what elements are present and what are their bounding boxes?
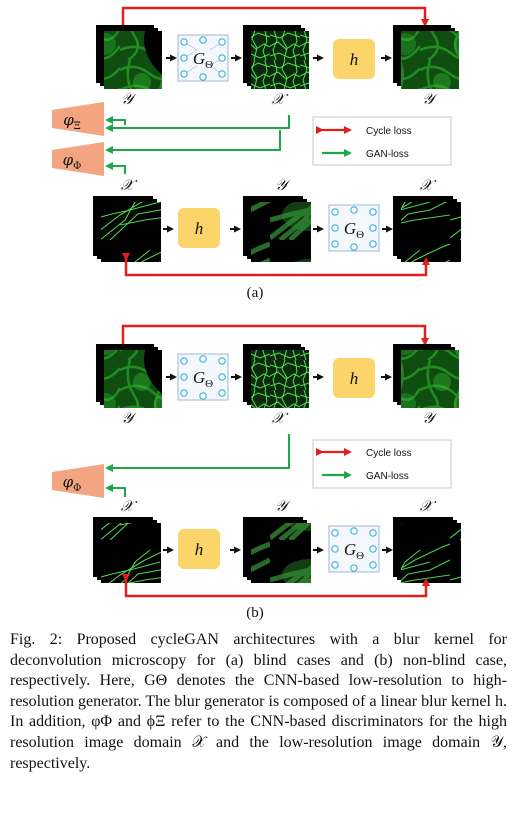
blur-kernel-h-a1: h: [333, 39, 375, 79]
image-stack-x-sharp-a1: [243, 25, 309, 89]
svg-text:h: h: [195, 540, 204, 559]
discriminator-phi-phi-b: φΦ: [52, 464, 104, 498]
legend-a: Cycle loss GAN-loss: [312, 116, 452, 166]
legend-cycle-label-b: Cycle loss: [366, 448, 412, 459]
legend-cycle-label-a: Cycle loss: [366, 126, 412, 137]
svg-text:h: h: [350, 369, 359, 388]
panel-a-label: (a): [247, 285, 264, 301]
blur-kernel-h-a2: h: [178, 208, 220, 248]
blur-kernel-h-b2: h: [178, 529, 220, 569]
image-stack-x-sharp-a2: [93, 196, 161, 262]
svg-text:GΘ: GΘ: [344, 540, 364, 562]
gan-arrow-x-to-phi-phi-b: [105, 434, 290, 472]
legend-gan-label-b: GAN-loss: [366, 471, 409, 482]
generator-g-theta-b2: GΘ: [328, 525, 380, 573]
panel-a: GΘ h 𝒴 𝒳 𝒴 φΞ φΦ: [52, 6, 461, 301]
svg-text:φΞ: φΞ: [63, 111, 81, 132]
image-stack-y-blur-a3: [243, 196, 311, 262]
svg-text:GΘ: GΘ: [193, 49, 213, 71]
legend-b: Cycle loss GAN-loss: [312, 439, 452, 489]
label-x-bottom-right-b: 𝒳: [420, 497, 437, 515]
discriminator-phi-xi: φΞ: [52, 102, 104, 136]
svg-text:h: h: [195, 219, 204, 238]
svg-text:GΘ: GΘ: [193, 368, 213, 390]
image-stack-x-sharp-b2: [93, 517, 161, 583]
label-x-top-mid-b: 𝒳: [272, 409, 289, 427]
panel-b-label: (b): [246, 605, 264, 621]
discriminator-phi-phi-a: φΦ: [52, 142, 104, 176]
cycle-loss-arrow-top: [119, 6, 429, 31]
label-y-bottom-mid-a: 𝒴: [275, 176, 291, 194]
image-stack-x-sharp-b1: [243, 344, 309, 408]
label-y-top-right-a: 𝒴: [422, 90, 438, 108]
gan-arrow-y-to-phi-xi: [105, 116, 126, 125]
cycle-loss-arrow-bottom-b: [122, 574, 430, 598]
label-y-top-left-a: 𝒴: [121, 90, 137, 108]
label-y-top-right-b: 𝒴: [422, 409, 438, 427]
label-y-top-left-b: 𝒴: [121, 409, 137, 427]
label-x-bottom-left-b: 𝒳: [121, 497, 138, 515]
blur-kernel-h-b1: h: [333, 358, 375, 398]
label-x-bottom-right-a: 𝒳: [420, 176, 437, 194]
svg-text:h: h: [350, 50, 359, 69]
image-stack-y-blur-a1: [96, 25, 162, 89]
gan-arrow-x-to-phi-xi: [105, 115, 290, 132]
image-stack-y-blur-a2: [393, 25, 459, 89]
generator-g-theta-a2: GΘ: [328, 204, 380, 252]
figure-canvas: GΘ h 𝒴 𝒳 𝒴 φΞ φΦ: [52, 6, 461, 621]
svg-text:φΦ: φΦ: [63, 473, 82, 494]
generator-g-theta-b1: GΘ: [177, 353, 229, 401]
label-x-top-mid-a: 𝒳: [272, 90, 289, 108]
image-stack-y-blur-b3: [243, 517, 311, 583]
image-stack-x-sharp-a3: [393, 196, 461, 262]
svg-text:φΦ: φΦ: [63, 151, 82, 172]
panel-b: GΘ h 𝒴 𝒳 𝒴 φΦ Cycl: [52, 324, 461, 621]
image-stack-y-blur-b2: [393, 344, 459, 408]
label-y-bottom-mid-b: 𝒴: [275, 497, 291, 515]
gan-arrow-x-to-phi-phi: [105, 162, 126, 174]
image-stack-y-blur-b1: [96, 344, 162, 408]
legend-gan-label-a: GAN-loss: [366, 149, 409, 160]
gan-arrow-x2-to-phi-phi-b: [105, 484, 126, 497]
svg-text:GΘ: GΘ: [344, 219, 364, 241]
image-stack-x-sharp-b3: [393, 517, 461, 583]
generator-g-theta-a1: GΘ: [177, 34, 229, 82]
label-x-bottom-left-a: 𝒳: [121, 176, 138, 194]
gan-arrow-y-to-phi-phi: [105, 130, 281, 154]
figure-caption: Fig. 2: Proposed cycleGAN architectures …: [10, 631, 507, 772]
cycle-loss-arrow-top-b: [119, 324, 429, 350]
cycle-loss-arrow-bottom-a: [122, 253, 430, 277]
